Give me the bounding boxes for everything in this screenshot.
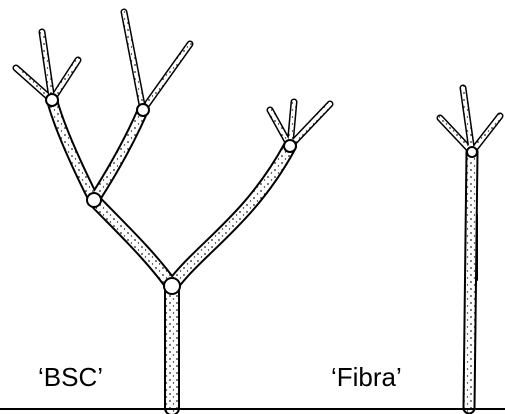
fibra-cultivar-label: ‘Fibra’ (331, 364, 402, 390)
bsc-knot-main (164, 278, 180, 294)
bsc-knot-left (87, 193, 101, 207)
bsc-knot-right (284, 140, 296, 152)
bsc-knot-upper-middle (137, 104, 149, 116)
bsc-tree-drawing (16, 12, 330, 408)
bsc-cultivar-label: ‘BSC’ (38, 364, 103, 390)
fibra-tree-drawing (440, 88, 500, 408)
fibra-knot-top (467, 147, 477, 157)
bsc-knot-upper-left (46, 94, 58, 106)
